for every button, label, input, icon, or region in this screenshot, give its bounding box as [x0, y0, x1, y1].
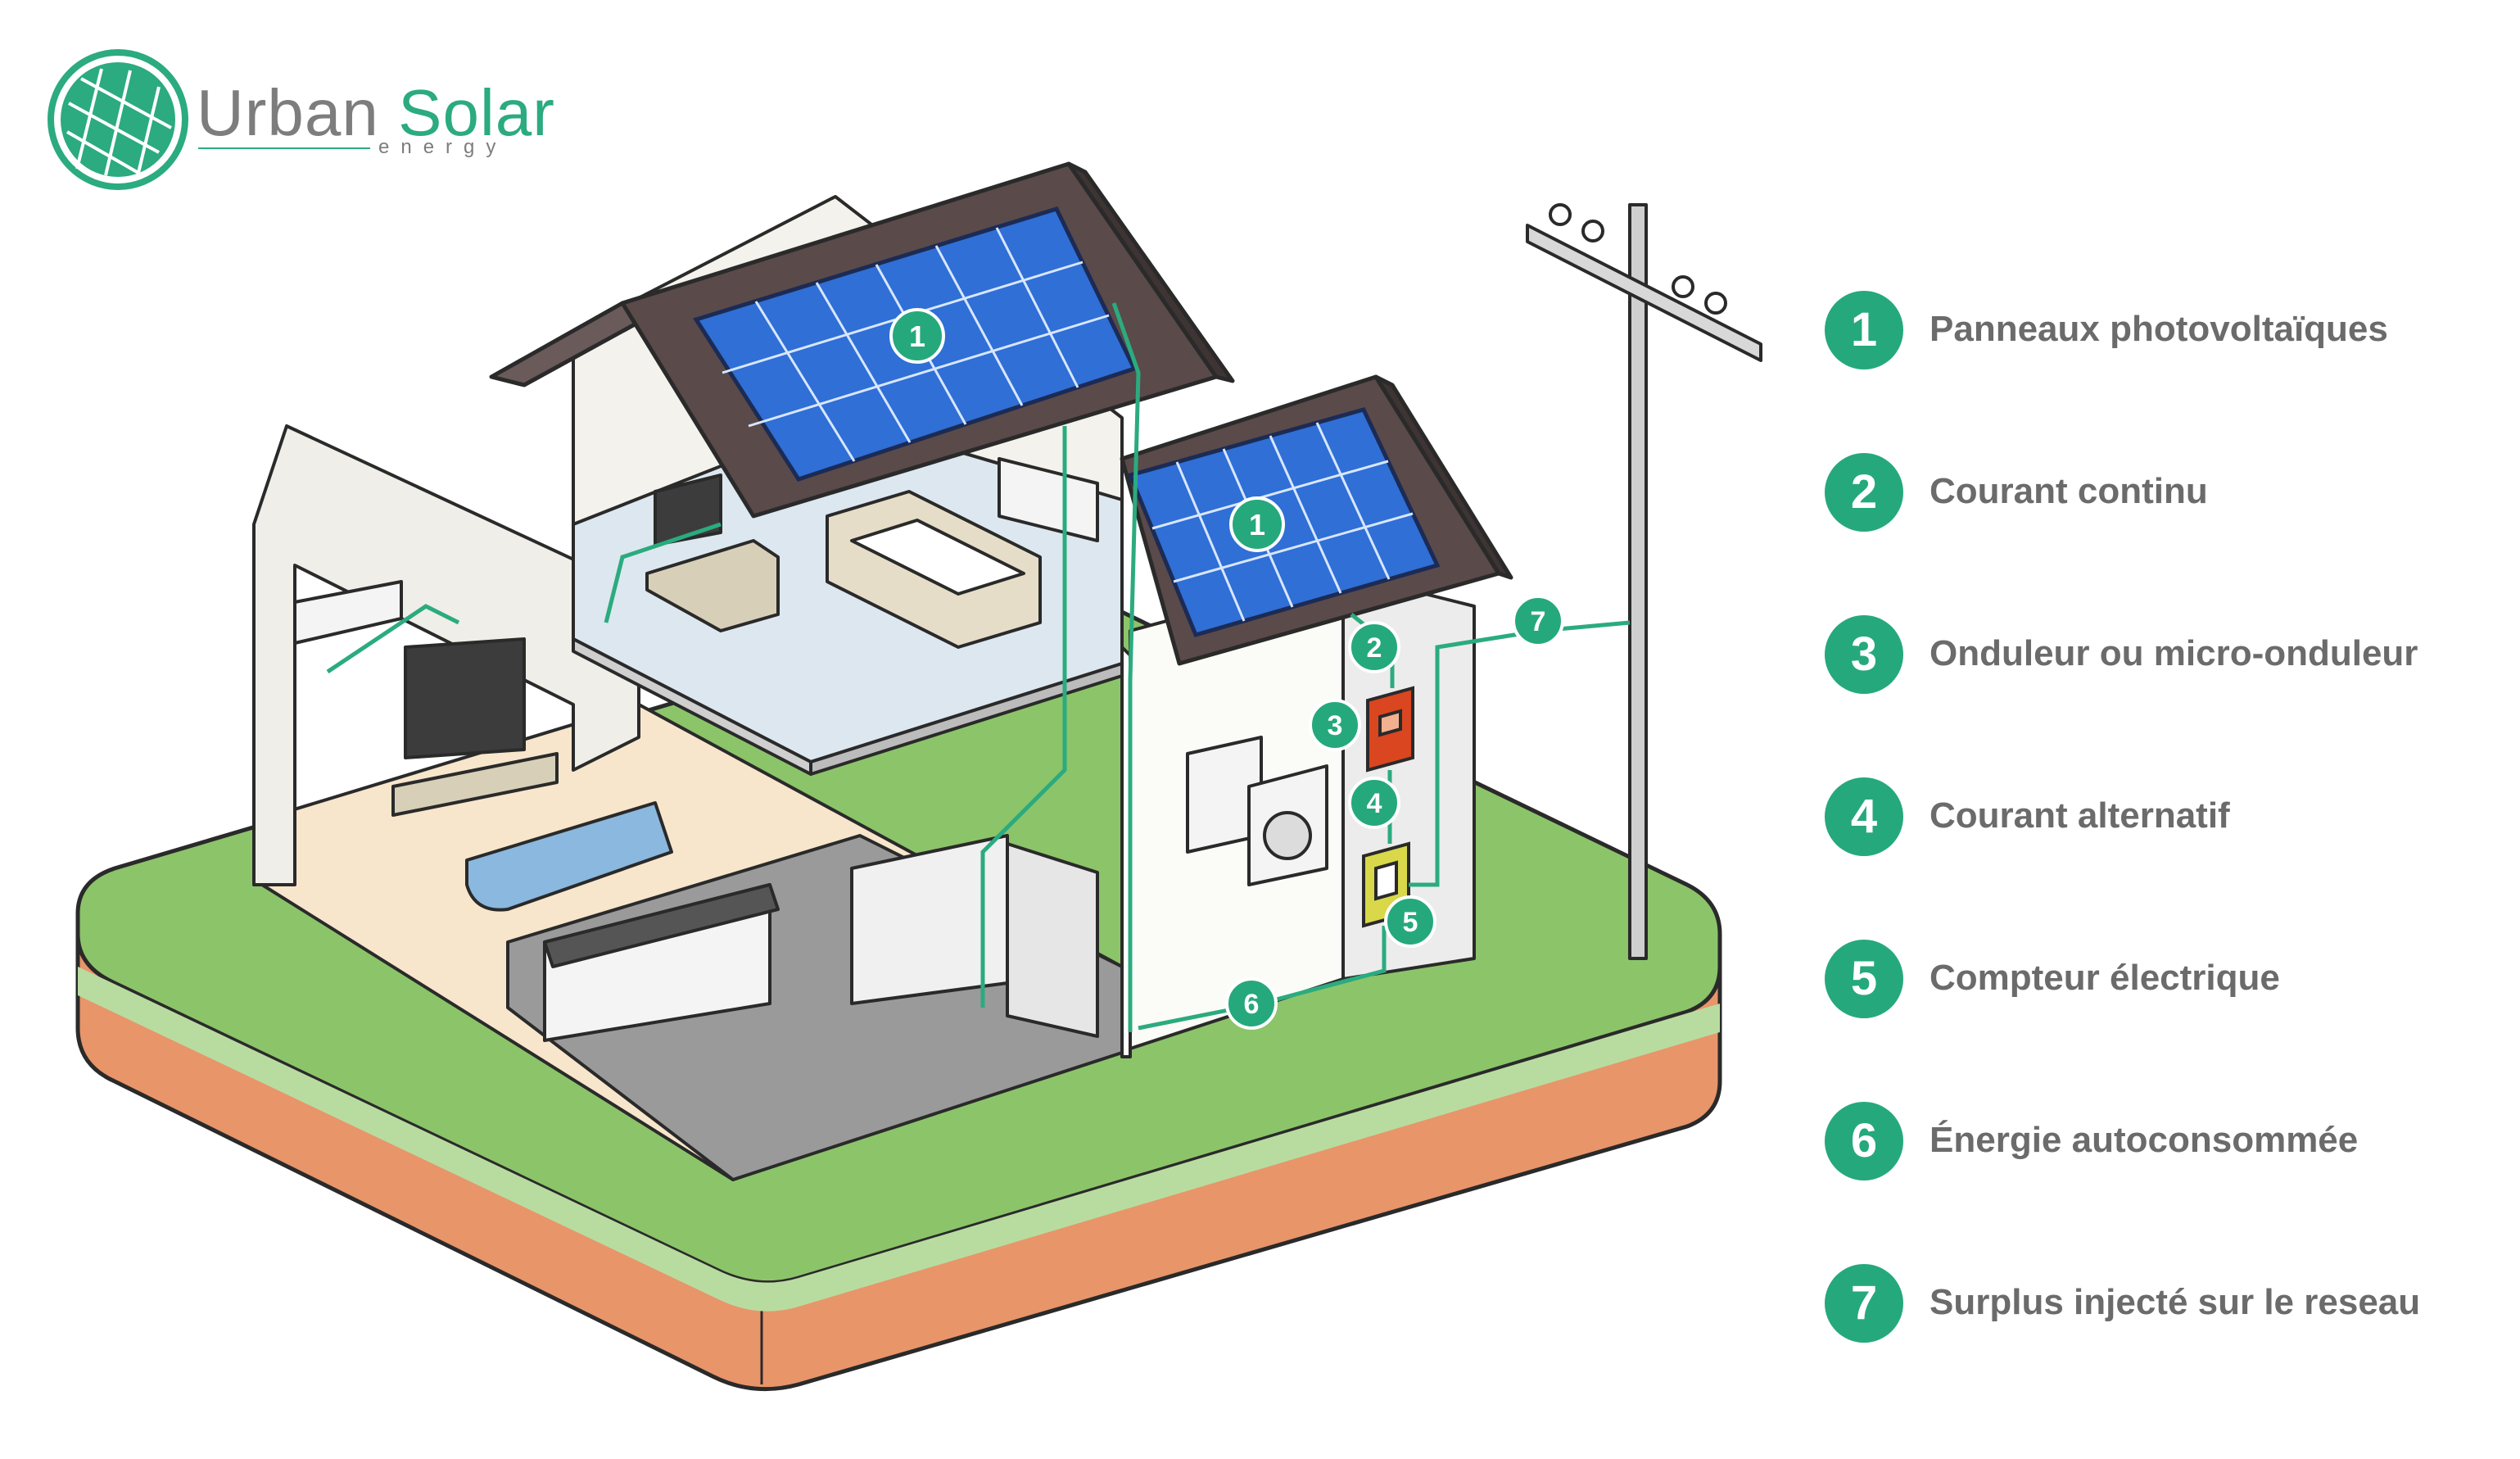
air-conditioner-downstairs	[293, 580, 403, 645]
dc-cable	[1111, 302, 1141, 1032]
tv-icon	[404, 637, 526, 759]
legend-badge: 4	[1825, 777, 1903, 856]
legend-badge: 6	[1825, 1102, 1903, 1180]
svg-text:6: 6	[1244, 989, 1260, 1020]
legend-label: Courant alternatif	[1930, 795, 2230, 836]
monitor-icon	[654, 473, 722, 546]
brand-name-part1: Urban	[197, 76, 379, 149]
marker-6: 6	[1225, 977, 1278, 1030]
marker-5: 5	[1384, 895, 1436, 948]
legend-badge: 7	[1825, 1264, 1903, 1343]
brand-name: Urban Solar	[197, 75, 555, 151]
sofa-icon	[465, 801, 673, 912]
legend-label: Onduleur ou micro-onduleur	[1930, 633, 2418, 673]
svg-text:7: 7	[1531, 606, 1546, 637]
legend-label: Compteur électrique	[1930, 958, 2280, 998]
marker-1-annex: 1	[1229, 496, 1285, 552]
legend-item: 4 Courant alternatif	[1825, 777, 2513, 859]
legend-badge: 1	[1825, 291, 1903, 369]
svg-text:2: 2	[1367, 632, 1382, 664]
legend-label: Panneaux photovoltaïques	[1930, 309, 2388, 349]
grid-cable	[1409, 620, 1631, 887]
legend-item: 7 Surplus injecté sur le reseau	[1825, 1264, 2513, 1346]
marker-2: 2	[1348, 621, 1400, 673]
logo-sun-panel-icon	[48, 49, 188, 190]
marker-7: 7	[1512, 595, 1564, 647]
legend-label: Courant continu	[1930, 471, 2208, 511]
diagram-markers: 1 1 2 3 4 5 6 7	[889, 308, 1564, 1030]
marker-4: 4	[1348, 777, 1400, 829]
utility-pole	[1526, 203, 1762, 960]
tv-cabinet	[391, 752, 559, 817]
svg-text:3: 3	[1328, 710, 1343, 741]
legend-label: Surplus injecté sur le reseau	[1930, 1282, 2421, 1322]
inverter	[1366, 686, 1414, 773]
svg-text:5: 5	[1403, 907, 1418, 938]
legend-label: Énergie autoconsommée	[1930, 1120, 2359, 1160]
brand-subtitle: energy	[378, 136, 508, 158]
legend-badge: 3	[1825, 615, 1903, 694]
furniture	[293, 457, 1328, 1042]
desk-icon	[645, 539, 780, 632]
svg-text:1: 1	[1249, 508, 1265, 541]
legend-item: 2 Courant continu	[1825, 453, 2513, 535]
legend-badge: 2	[1825, 453, 1903, 532]
svg-text:4: 4	[1367, 788, 1382, 819]
brand-underline	[198, 147, 370, 149]
legend-item: 3 Onduleur ou micro-onduleur	[1825, 615, 2513, 697]
self-consumption-cable	[1138, 926, 1387, 1031]
legend-item: 5 Compteur électrique	[1825, 940, 2513, 1022]
legend-item: 6 Énergie autoconsommée	[1825, 1102, 2513, 1184]
marker-3: 3	[1309, 699, 1361, 751]
svg-text:1: 1	[909, 319, 925, 353]
legend-item: 1 Panneaux photovoltaïques	[1825, 291, 2513, 373]
fridge-icon	[1006, 842, 1099, 1038]
marker-1-main: 1	[889, 308, 945, 364]
brand-logo: Urban Solar energy	[44, 46, 554, 193]
brand-name-part2: Solar	[398, 76, 555, 149]
legend-badge: 5	[1825, 940, 1903, 1018]
